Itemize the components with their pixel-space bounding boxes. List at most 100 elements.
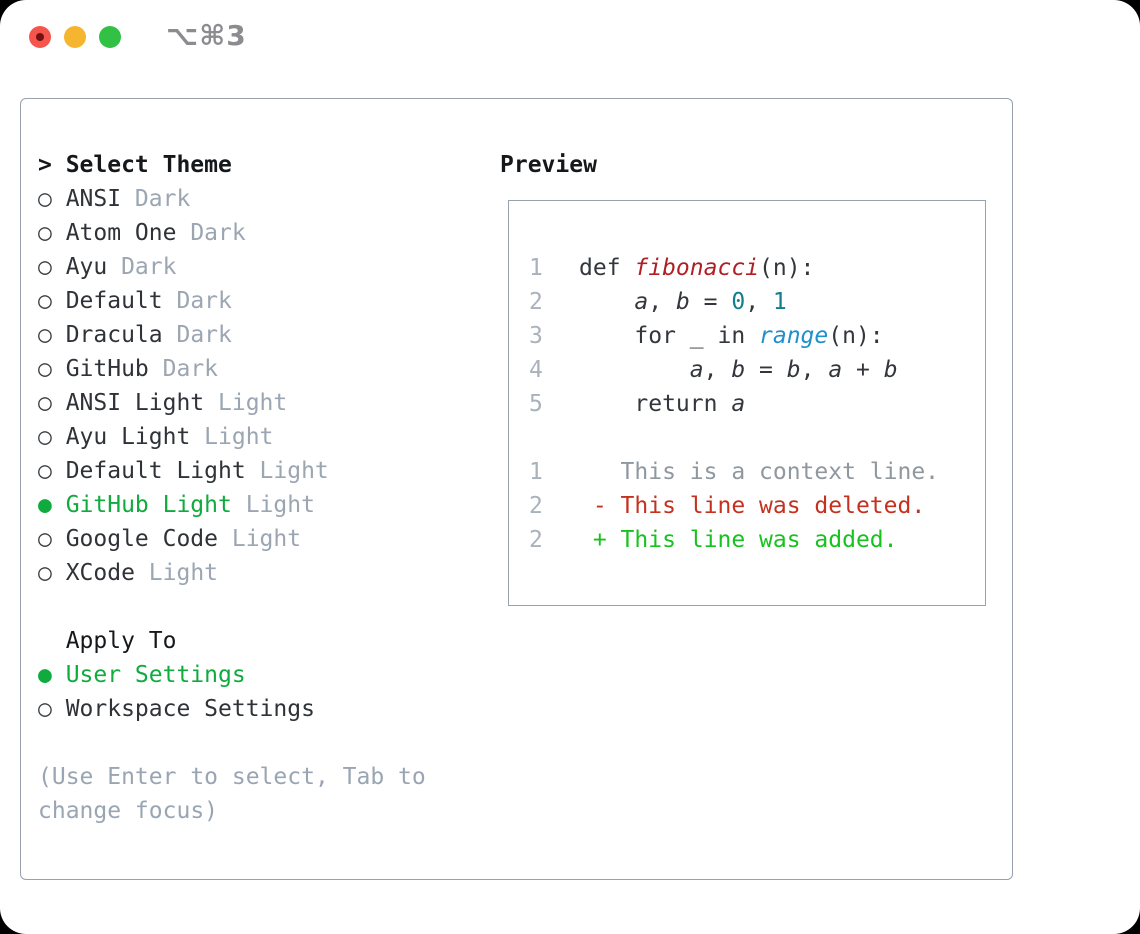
line-number: 1: [529, 459, 543, 485]
radio-icon: ○: [38, 390, 52, 416]
theme-variant: Light: [218, 390, 288, 416]
radio-icon: ○: [38, 186, 52, 212]
line-number: 3: [529, 323, 543, 349]
code-line: 1 This is a context line.: [529, 455, 985, 489]
code-line: [529, 421, 985, 455]
code-line: 2 - This line was deleted.: [529, 489, 985, 523]
radio-icon: ○: [38, 696, 52, 722]
preview-title: Preview: [500, 152, 597, 178]
radio-icon: ○: [38, 322, 52, 348]
theme-variant: Dark: [121, 254, 177, 280]
traffic-lights: [29, 26, 121, 48]
apply-to-list: ● User Settings ○ Workspace Settings: [38, 658, 468, 726]
spacer: [38, 590, 468, 624]
option-name: User Settings: [65, 662, 246, 688]
theme-option[interactable]: ○ Default Light Light: [38, 454, 468, 488]
radio-icon: ●: [38, 662, 52, 688]
line-number: 1: [529, 255, 543, 281]
theme-option[interactable]: ○ Google Code Light: [38, 522, 468, 556]
theme-name: Ayu Light: [65, 424, 191, 450]
theme-name: Default Light: [65, 458, 246, 484]
code-content: + This line was added.: [579, 527, 898, 553]
theme-variant: Dark: [162, 356, 219, 382]
code-content: a, b = b, a + b: [689, 357, 898, 383]
theme-variant: Dark: [134, 186, 191, 212]
code-content: return a: [579, 391, 746, 417]
titlebar: ⌥⌘3: [0, 0, 1140, 75]
theme-name: GitHub Light: [65, 492, 232, 518]
line-number: 2: [529, 289, 543, 315]
code-line: 4 a, b = b, a + b: [529, 353, 985, 387]
theme-name: XCode: [65, 560, 135, 586]
window-title: ⌥⌘3: [166, 19, 247, 52]
select-theme-label: Select Theme: [65, 152, 232, 178]
theme-option[interactable]: ○ ANSI Light Light: [38, 386, 468, 420]
unsaved-indicator-icon: [36, 33, 44, 41]
code-line: 3 for _ in range(n):: [529, 319, 985, 353]
theme-option[interactable]: ○ Ayu Dark: [38, 250, 468, 284]
radio-icon: ○: [38, 254, 52, 280]
theme-name: Ayu: [65, 254, 108, 280]
code-line: 2 a, b = 0, 1: [529, 285, 985, 319]
apply-to-option[interactable]: ● User Settings: [38, 658, 468, 692]
line-number: 2: [529, 527, 543, 553]
code-content: a, b = 0, 1: [634, 289, 787, 315]
theme-variant: Light: [259, 458, 329, 484]
theme-variant: Light: [245, 492, 315, 518]
theme-option[interactable]: ○ Atom One Dark: [38, 216, 468, 250]
theme-option[interactable]: ○ GitHub Dark: [38, 352, 468, 386]
line-number: 5: [529, 391, 543, 417]
theme-name: Dracula: [65, 322, 163, 348]
apply-to-label: Apply To: [65, 628, 177, 654]
code-line: 5 return a: [529, 387, 985, 421]
code-content: for _ in range(n):: [579, 323, 884, 349]
theme-option[interactable]: ○ ANSI Dark: [38, 182, 468, 216]
theme-name: GitHub: [65, 356, 149, 382]
line-number: 4: [529, 357, 543, 383]
theme-name: ANSI Light: [65, 390, 205, 416]
apply-to-option[interactable]: ○ Workspace Settings: [38, 692, 468, 726]
radio-icon: ○: [38, 220, 52, 246]
code-line: 1 def fibonacci(n):: [529, 251, 985, 285]
code-content: This is a context line.: [579, 459, 940, 485]
theme-variant: Light: [148, 560, 219, 586]
theme-name: Atom One: [65, 220, 177, 246]
line-number: 2: [529, 493, 543, 519]
section-header-select-theme: > Select Theme: [38, 148, 468, 182]
theme-name: ANSI: [65, 186, 122, 212]
section-header-apply-to: Apply To: [38, 624, 468, 658]
code-content: - This line was deleted.: [579, 493, 926, 519]
spacer: [38, 726, 468, 760]
radio-icon: ○: [38, 526, 52, 552]
theme-variant: Dark: [176, 288, 232, 314]
theme-option[interactable]: ○ XCode Light: [38, 556, 468, 590]
theme-option[interactable]: ○ Dracula Dark: [38, 318, 468, 352]
theme-option[interactable]: ● GitHub Light Light: [38, 488, 468, 522]
theme-name: Google Code: [65, 526, 219, 552]
radio-icon: ○: [38, 356, 52, 382]
theme-variant: Light: [231, 526, 302, 552]
theme-variant: Dark: [176, 322, 232, 348]
radio-icon: ○: [38, 458, 52, 484]
option-name: Workspace Settings: [65, 696, 315, 722]
theme-variant: Light: [204, 424, 274, 450]
code-line: 2 + This line was added.: [529, 523, 985, 557]
focus-arrow-icon: >: [38, 152, 52, 178]
zoom-button[interactable]: [99, 26, 121, 48]
theme-variant: Dark: [190, 220, 246, 246]
minimize-button[interactable]: [64, 26, 86, 48]
radio-icon: ○: [38, 424, 52, 450]
radio-icon: ○: [38, 560, 52, 586]
keyboard-hint: (Use Enter to select, Tab to change focu…: [38, 764, 426, 824]
radio-icon: ○: [38, 288, 52, 314]
code-content: def fibonacci(n):: [579, 255, 815, 281]
radio-icon: ●: [38, 492, 52, 518]
preview-box: 1 def fibonacci(n): 2 a, b = 0, 1 3 for _…: [508, 200, 986, 606]
theme-option[interactable]: ○ Ayu Light Light: [38, 420, 468, 454]
close-button[interactable]: [29, 26, 51, 48]
